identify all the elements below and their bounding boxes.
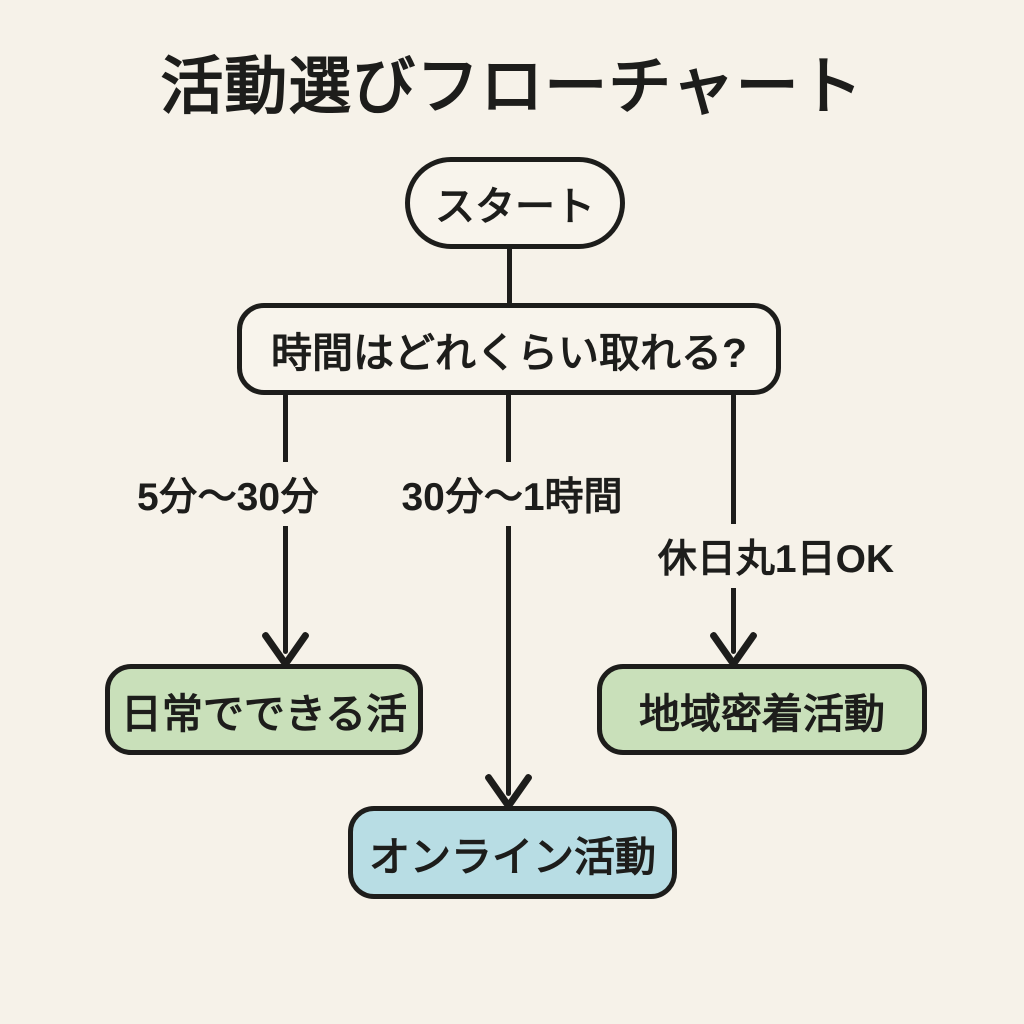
result-node-community: 地域密着活動 — [597, 664, 927, 755]
result-node-community-label: 地域密着活動 — [639, 690, 885, 737]
result-node-online: オンライン活動 — [348, 806, 677, 899]
question-node-label: 時間はどれくらい取れる? — [270, 330, 748, 376]
question-node: 時間はどれくらい取れる? — [237, 303, 781, 395]
branch-line-center — [506, 393, 511, 796]
branch-line-right — [731, 393, 736, 654]
start-node: スタート — [405, 157, 625, 249]
page-title: 活動選びフローチャート — [160, 52, 864, 122]
connector-start-to-question — [507, 246, 512, 305]
branch-condition-fullday: 休日丸1日OK — [647, 524, 905, 588]
branch-condition-short: 5分〜30分 — [126, 462, 330, 526]
branch-condition-medium: 30分〜1時間 — [391, 462, 633, 526]
result-node-online-label: オンライン活動 — [369, 833, 656, 880]
result-node-daily: 日常でできる活 — [105, 664, 423, 755]
result-node-daily-label: 日常でできる活 — [120, 690, 408, 737]
start-node-label: スタート — [435, 185, 595, 229]
